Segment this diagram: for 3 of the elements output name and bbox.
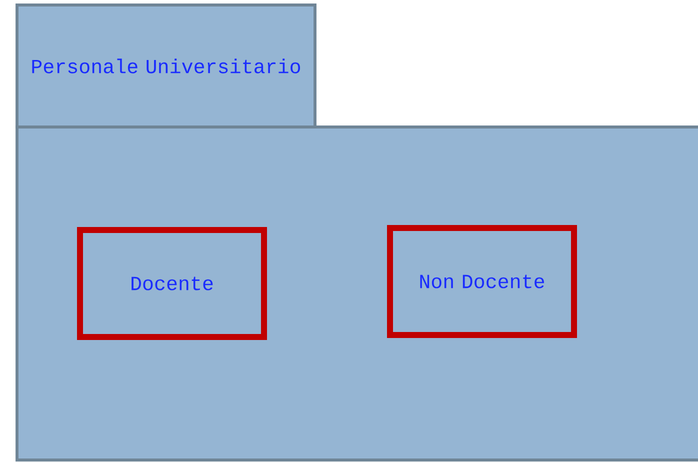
class-box: Docente	[77, 227, 267, 340]
node-label: Personale Universitario	[32, 58, 300, 74]
class-box: Non Docente	[387, 225, 577, 338]
